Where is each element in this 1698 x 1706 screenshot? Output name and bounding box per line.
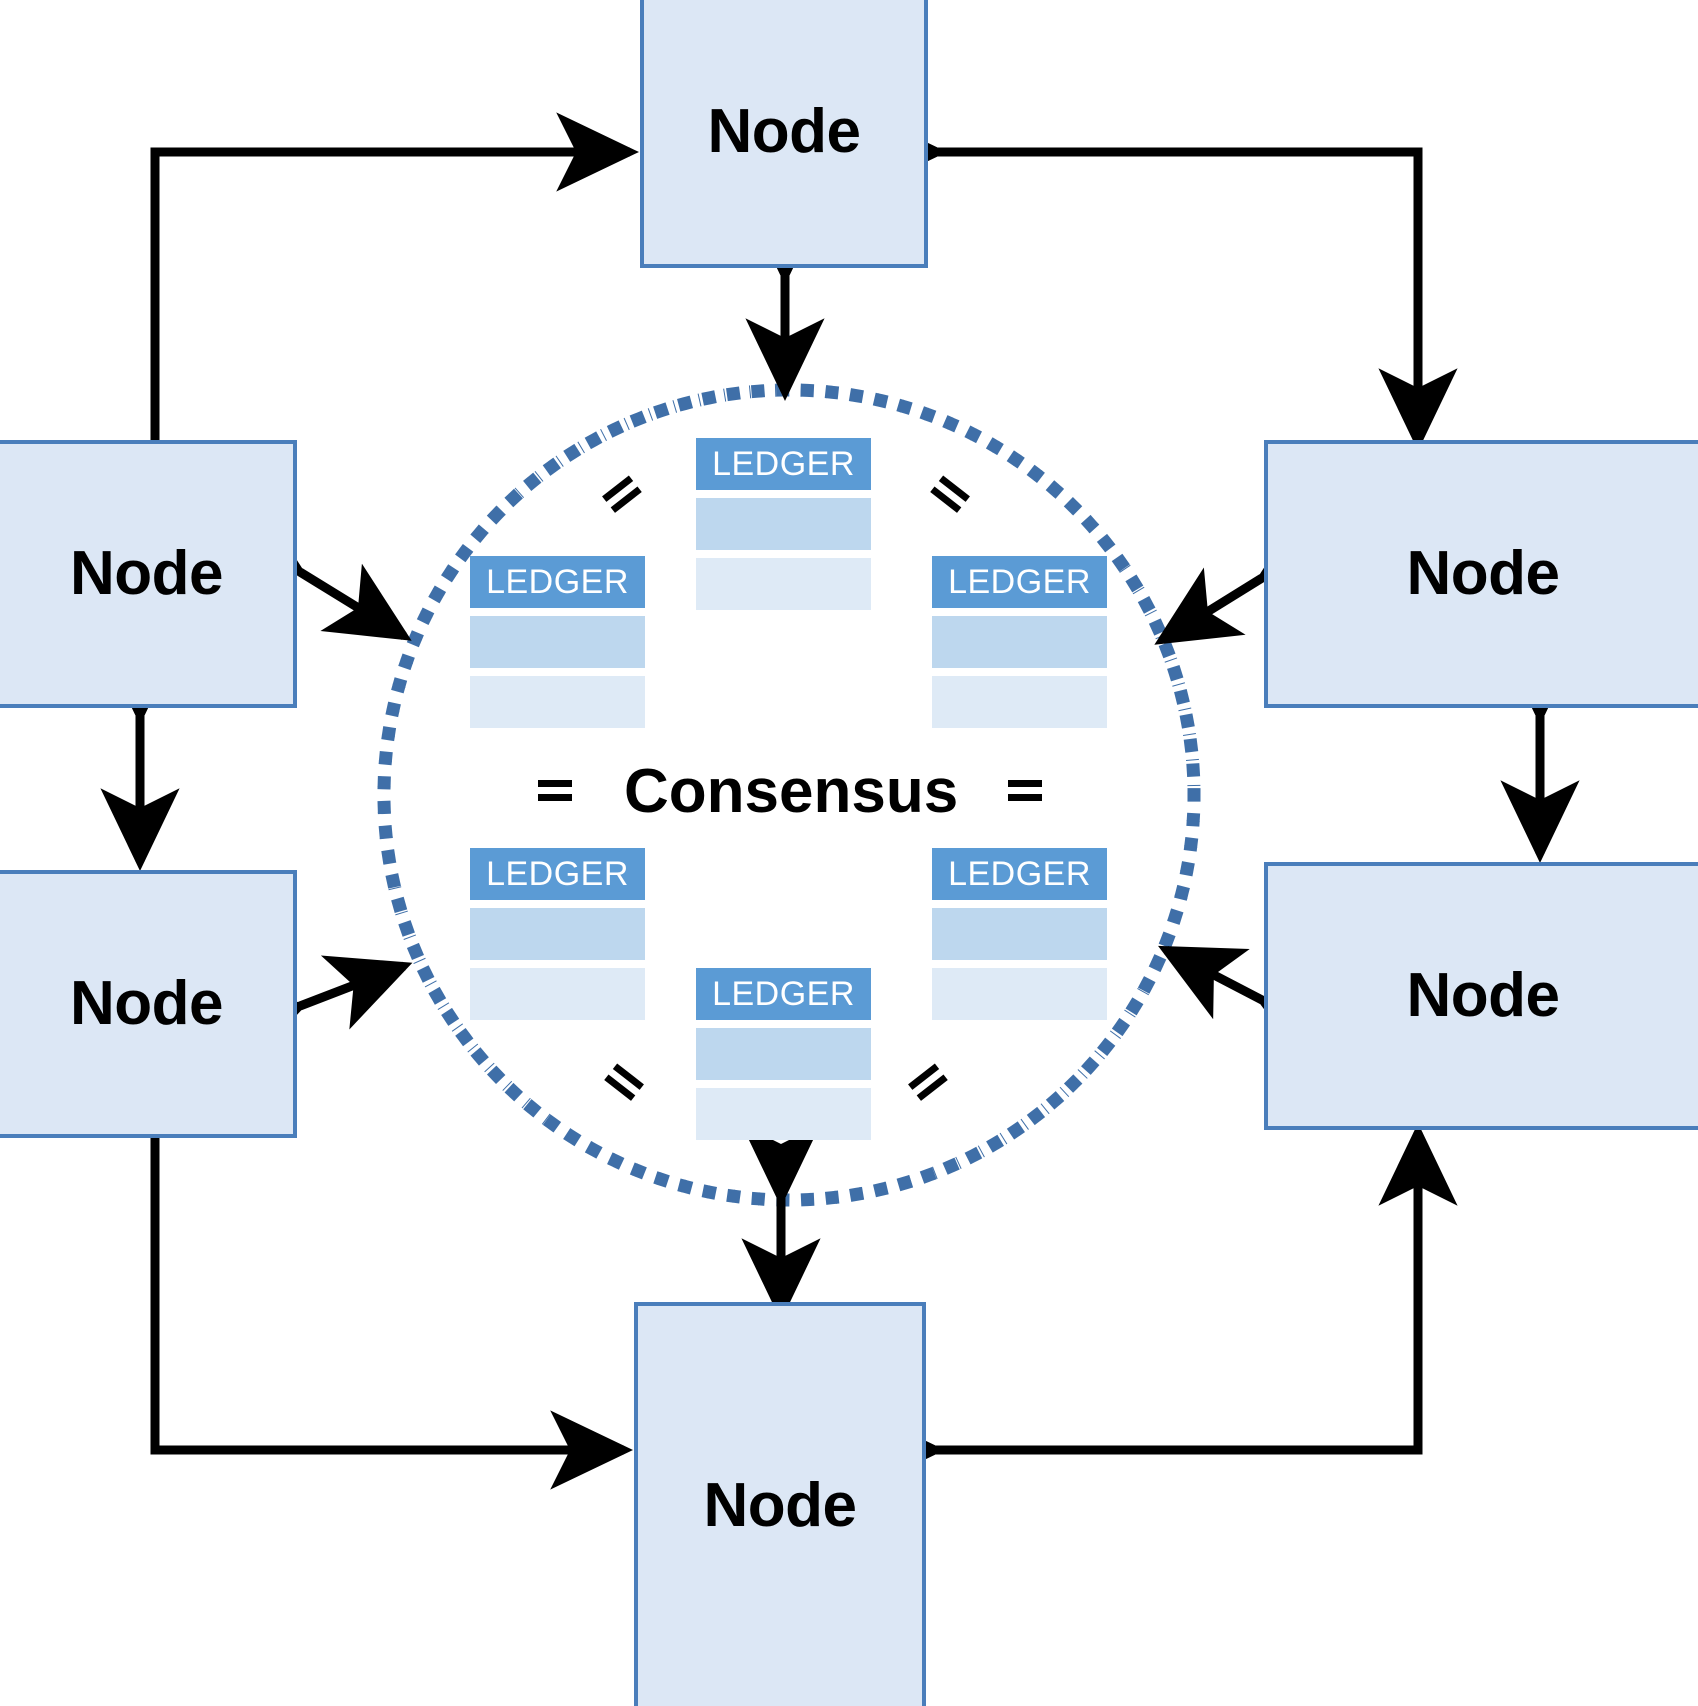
ledger-row-light xyxy=(696,1088,871,1140)
ledger-row-light xyxy=(932,968,1107,1020)
arrow-rightlower-to-circle xyxy=(1158,945,1346,1070)
connector-topleft xyxy=(115,112,640,516)
connector-bottomright xyxy=(862,1122,1458,1490)
node-label: Node xyxy=(1406,961,1561,1030)
node-right-lower[interactable]: Node xyxy=(1264,862,1698,1130)
ledger-row-light xyxy=(932,676,1107,728)
ledger-header: LEDGER xyxy=(470,556,645,608)
node-label: Node xyxy=(70,539,224,608)
arrow-leftupper-to-circle xyxy=(216,499,412,641)
node-bottom[interactable]: Node xyxy=(634,1302,926,1706)
ledger-header: LEDGER xyxy=(696,438,871,490)
ledger-upper-right[interactable]: LEDGER xyxy=(932,556,1107,728)
ledger-header: LEDGER xyxy=(470,848,645,900)
node-label: Node xyxy=(707,97,862,166)
equals-icon-mid-right xyxy=(1008,772,1042,806)
ledger-row-mid xyxy=(470,616,645,668)
equals-icon-bottom-left xyxy=(601,1057,649,1105)
ledger-row-light xyxy=(470,968,645,1020)
ledger-row-light xyxy=(696,558,871,610)
ledger-lower-right[interactable]: LEDGER xyxy=(932,848,1107,1020)
node-right-upper[interactable]: Node xyxy=(1264,440,1698,708)
ledger-header: LEDGER xyxy=(932,848,1107,900)
connector-bottomleft xyxy=(115,1062,634,1490)
ledger-lower-left[interactable]: LEDGER xyxy=(470,848,645,1020)
ledger-row-mid xyxy=(696,1028,871,1080)
ledger-header: LEDGER xyxy=(696,968,871,1020)
ledger-top[interactable]: LEDGER xyxy=(696,438,871,610)
connector-topright xyxy=(864,112,1458,452)
equals-icon-mid-left xyxy=(538,772,572,806)
ledger-row-mid xyxy=(696,498,871,550)
arrow-leftlower-to-circle xyxy=(216,955,413,1070)
node-left-upper[interactable]: Node xyxy=(0,440,297,708)
node-left-lower[interactable]: Node xyxy=(0,870,297,1138)
ledger-upper-left[interactable]: LEDGER xyxy=(470,556,645,728)
node-top[interactable]: Node xyxy=(640,0,928,268)
ledger-row-mid xyxy=(932,908,1107,960)
equals-icon-top-right xyxy=(927,469,975,517)
ledger-row-light xyxy=(470,676,645,728)
node-label: Node xyxy=(70,969,224,1038)
arrow-rightupper-to-circle xyxy=(1154,505,1346,645)
ledger-bottom[interactable]: LEDGER xyxy=(696,968,871,1140)
ledger-header: LEDGER xyxy=(932,556,1107,608)
ledger-row-mid xyxy=(932,616,1107,668)
ledger-row-mid xyxy=(470,908,645,960)
equals-icon-top-left xyxy=(597,469,645,517)
node-label: Node xyxy=(1406,539,1561,608)
consensus-label: Consensus xyxy=(624,757,959,826)
equals-icon-bottom-right xyxy=(903,1057,951,1105)
node-label: Node xyxy=(703,1471,858,1540)
